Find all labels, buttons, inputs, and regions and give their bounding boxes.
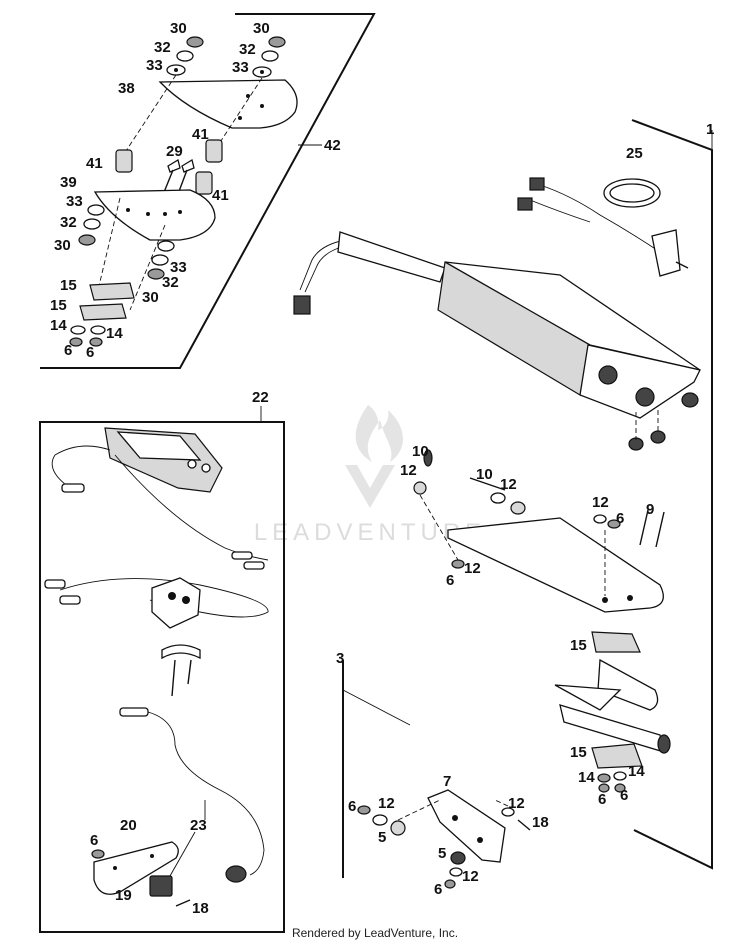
switch-assembly (44, 577, 269, 697)
console-housing (293, 231, 701, 451)
callout-38: 38 (118, 80, 135, 97)
callout-22: 22 (252, 389, 269, 406)
callout-14: 14 (50, 317, 67, 334)
callout-6: 6 (86, 344, 94, 361)
callout-12: 12 (462, 868, 479, 885)
clamp-bar (554, 631, 671, 793)
callout-6: 6 (434, 881, 442, 898)
bracket-7 (427, 789, 506, 863)
callout-6: 6 (90, 832, 98, 849)
footer-credit: Rendered by LeadVenture, Inc. (292, 926, 458, 940)
plate-20 (93, 841, 179, 895)
bracket-plate (447, 517, 664, 613)
callout-30: 30 (170, 20, 187, 37)
callout-14: 14 (106, 325, 123, 342)
callout-12: 12 (500, 476, 517, 493)
callout-5: 5 (378, 829, 386, 846)
callout-19: 19 (115, 887, 132, 904)
callout-32: 32 (60, 214, 77, 231)
panel-22-border (39, 421, 285, 933)
callout-33: 33 (66, 193, 83, 210)
callout-14: 14 (628, 763, 645, 780)
panel-22 (39, 406, 285, 933)
callout-3: 3 (336, 650, 344, 667)
callout-15: 15 (570, 744, 587, 761)
callout-12: 12 (508, 795, 525, 812)
callout-18: 18 (532, 814, 549, 831)
plate-38 (158, 79, 298, 129)
callout-30: 30 (142, 289, 159, 306)
callout-42: 42 (324, 137, 341, 154)
sensor-23 (119, 707, 265, 883)
callout-33: 33 (232, 59, 249, 76)
callout-15: 15 (60, 277, 77, 294)
harness-25 (517, 177, 689, 277)
callout-6: 6 (64, 342, 72, 359)
callout-12: 12 (464, 560, 481, 577)
callout-7: 7 (443, 773, 451, 790)
plate-39 (93, 189, 216, 241)
callout-41: 41 (192, 126, 209, 143)
callout-6: 6 (446, 572, 454, 589)
border-1 (631, 119, 713, 870)
callout-6: 6 (598, 791, 606, 808)
callout-30: 30 (253, 20, 270, 37)
callout-32: 32 (239, 41, 256, 58)
callout-14: 14 (578, 769, 595, 786)
callout-25: 25 (626, 145, 643, 162)
callout-15: 15 (570, 637, 587, 654)
main-assembly-1 (293, 119, 713, 870)
callout-20: 20 (120, 817, 137, 834)
callout-5: 5 (438, 845, 446, 862)
bushings-41 (115, 139, 223, 195)
block-19 (149, 875, 173, 897)
callout-32: 32 (154, 39, 171, 56)
callout-32: 32 (162, 274, 179, 291)
callout-12: 12 (400, 462, 417, 479)
callouts: 30 30 32 32 33 33 38 42 41 29 41 39 41 3… (50, 20, 714, 917)
callout-6: 6 (616, 510, 624, 527)
panel-42-border (40, 13, 376, 369)
clamp-blocks-15 (69, 282, 135, 347)
callout-29: 29 (166, 143, 183, 160)
callout-12: 12 (592, 494, 609, 511)
fastener-stack-top (166, 36, 286, 78)
callout-18: 18 (192, 900, 209, 917)
callout-30: 30 (54, 237, 71, 254)
callout-33: 33 (170, 259, 187, 276)
callout-6: 6 (348, 798, 356, 815)
callout-1: 1 (706, 121, 714, 138)
callout-6: 6 (620, 787, 628, 804)
callout-39: 39 (60, 174, 77, 191)
callout-41: 41 (86, 155, 103, 172)
callout-10: 10 (412, 443, 429, 460)
callout-10: 10 (476, 466, 493, 483)
fastener-stack-mid (78, 204, 175, 280)
watermark-text: LEADVENTURE (254, 519, 486, 546)
callout-41: 41 (212, 187, 229, 204)
panel-3 (342, 660, 531, 889)
watermark: LEADVENTURE (254, 405, 486, 546)
panel-42 (40, 13, 376, 369)
callout-9: 9 (646, 501, 654, 518)
callout-15: 15 (50, 297, 67, 314)
callout-33: 33 (146, 57, 163, 74)
callout-23: 23 (190, 817, 207, 834)
callout-12: 12 (378, 795, 395, 812)
